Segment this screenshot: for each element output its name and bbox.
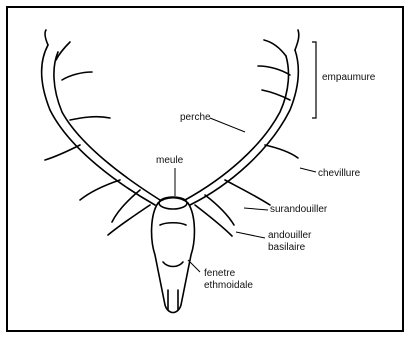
left-tine-4: [70, 117, 110, 120]
right-brow-tine: [195, 205, 232, 236]
left-tine-2: [56, 42, 70, 60]
label-meule: meule: [156, 155, 183, 166]
right-tine-2: [264, 40, 286, 56]
andouiller-leader: [236, 232, 265, 238]
label-perche: perche: [180, 112, 211, 123]
left-tine-6: [80, 180, 120, 200]
left-tine-5: [45, 145, 80, 160]
meule-burr: [159, 197, 187, 209]
skull-outline: [152, 198, 195, 313]
right-tine-7: [205, 195, 234, 225]
right-tine-3: [258, 66, 290, 75]
perche-leader: [210, 118, 245, 132]
chevillure-leader: [300, 168, 316, 172]
label-basilaire: basilaire: [268, 242, 305, 253]
right-antler-beam: [190, 50, 298, 205]
label-andouiller: andouiller: [268, 230, 311, 241]
left-brow-tine: [108, 205, 150, 235]
label-surandouiller: surandouiller: [270, 204, 327, 215]
left-tine-3: [62, 72, 92, 80]
left-tine-7: [112, 190, 140, 222]
right-tine-1: [295, 30, 299, 50]
fenetre-leader: [188, 260, 200, 272]
right-tine-5: [265, 145, 298, 158]
label-fenetre: fenetre: [204, 268, 235, 279]
surandouiller-leader: [244, 208, 268, 210]
empaumure-bracket: [312, 42, 316, 118]
left-antler-beam: [42, 45, 156, 205]
left-tine-1: [45, 30, 48, 45]
label-ethmoidale: ethmoidale: [204, 280, 253, 291]
right-tine-6: [225, 180, 270, 205]
label-empaumure: empaumure: [322, 72, 375, 83]
label-chevillure: chevillure: [318, 168, 360, 179]
